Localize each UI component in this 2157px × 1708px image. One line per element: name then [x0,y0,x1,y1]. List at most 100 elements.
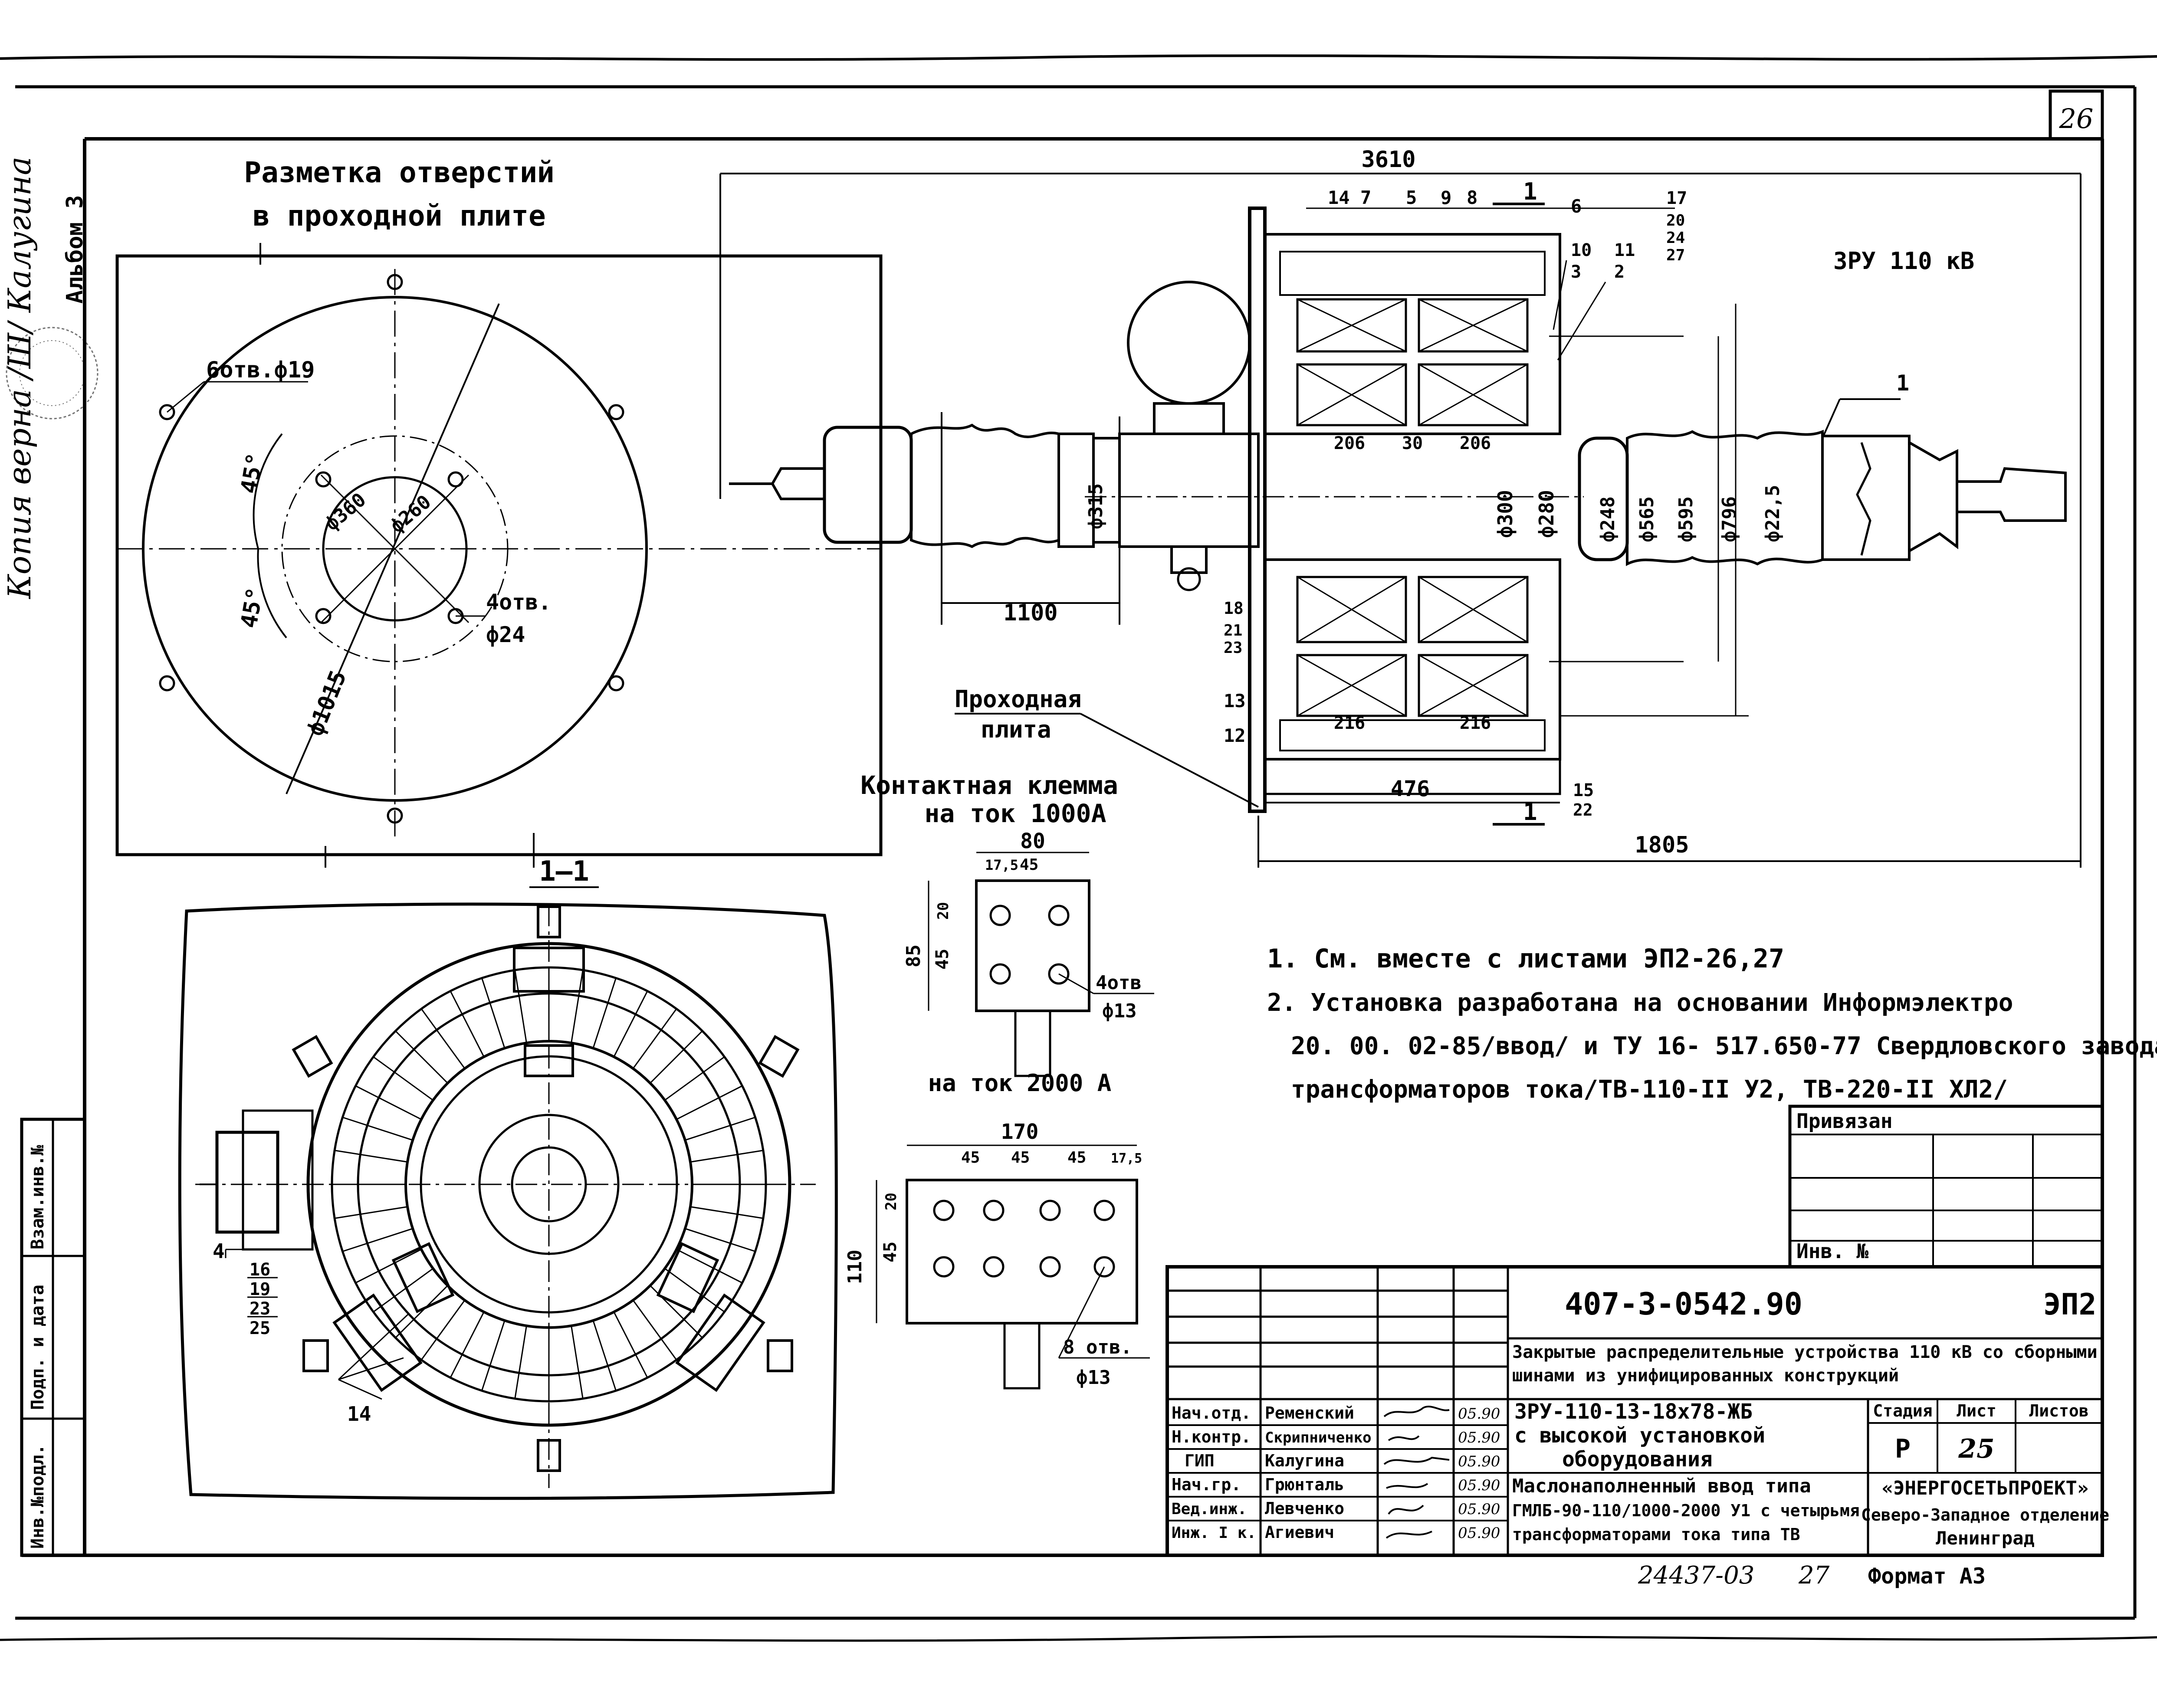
signatures [1383,1406,1450,1539]
sheet-number: 26 [2059,103,2094,134]
sheet-code: ЭП2 [2043,1288,2097,1322]
spoke-line [355,1249,422,1284]
bottom-number: 24437-03 [1638,1561,1754,1590]
signer-role: Нач.гр. [1172,1475,1241,1494]
stage-label: Стадия [1873,1401,1932,1420]
bushing-assembly-view: 3610 ф315 1100 [719,147,2081,868]
signer-name: Калугина [1265,1451,1344,1470]
spoke-line [395,1030,448,1084]
term-w170: 170 [1001,1120,1039,1144]
sheet-value: 25 [1958,1434,1995,1464]
spoke-line [613,1311,648,1378]
sheet-label: Лист [1957,1401,1996,1420]
spoke-line [685,1117,755,1141]
spoke-line [481,978,506,1049]
project-name: Закрытые распределительные устройства 11… [1512,1342,2098,1386]
org-line-2: Северо-Западное отделение [1861,1505,2109,1524]
signer-role: Нач.отд. [1172,1403,1251,1423]
hole-layout-view: Разметка отверстий в проходной плите [115,156,883,868]
callout-14: 14 [347,1402,371,1426]
dim-d796: ф796 [1718,496,1740,542]
term-4holes: 4отв [1096,972,1142,994]
callout-left-23: 23 [1224,639,1242,657]
spoke-line [481,1320,506,1391]
callout-top-27: 27 [1666,246,1685,264]
signer-name: Грюнталь [1265,1475,1344,1494]
stamp-sign-date: Подп. и дата [28,1285,48,1410]
format-label: Формат А3 [1868,1564,1986,1589]
spoke-line [373,1056,433,1101]
signers-table: Нач.отд. Ременский 05.90 Н.контр. Скрипн… [1172,1403,1500,1542]
dim-d315: ф315 [1085,483,1107,529]
label-6-holes: 6отв.ф19 [206,357,315,383]
spoke-line [685,1228,755,1252]
section-1-1-title: 1–1 [539,856,589,888]
dim-d565: ф565 [1636,496,1658,542]
zru-label: ЗРУ 110 кВ [1833,247,1974,275]
frame [0,54,2157,1642]
spoke-line [450,1311,485,1378]
spoke-line [632,1300,677,1360]
spoke-line [690,1206,764,1219]
spoke-line [334,1150,408,1163]
callout-top-17: 17 [1666,188,1687,208]
left-stamp [20,1118,86,1557]
callout-4: 4 [213,1239,225,1263]
term2-d13: ф13 [1076,1367,1110,1389]
callout-16: 16 [250,1260,270,1280]
sheets-label: Листов [2029,1401,2088,1420]
round-stamp [6,327,98,420]
pass-plate-label-2: плита [981,716,1051,743]
label-4-holes: 4отв. [486,590,552,615]
signer-name: Агиевич [1265,1523,1334,1542]
callout-top-6: 6 [1571,196,1582,217]
term2-175: 17,5 [1111,1151,1142,1166]
spoke-line [650,1030,703,1084]
drawing-line-2: ГМЛБ-90-110/1000-2000 У1 с четырьмя [1512,1501,1860,1520]
term2-holes [933,1200,1115,1278]
stamp-replace-inv: Взам.инв.№ [28,1145,48,1249]
callout-top-5: 5 [1406,187,1417,208]
dim-1805: 1805 [1635,832,1689,858]
notes: 1. См. вместе с листами ЭП2-26,27 2. Уст… [1267,944,2157,1104]
part-1-label: 1 [1896,370,1909,396]
object-line-2: с высокой установкой [1514,1423,1765,1448]
signer-name: Левченко [1265,1499,1344,1518]
callout-top-7: 7 [1360,187,1371,208]
spoke-line [342,1228,413,1252]
term2-8holes: 8 отв. [1063,1336,1132,1358]
dim-d280: ф280 [1535,490,1558,538]
callout-top-24: 24 [1666,229,1685,247]
album-label: Альбом 3 [62,195,88,304]
callout-top-8: 8 [1467,187,1477,208]
spoke-line [571,970,584,1043]
callout-top-20: 20 [1666,212,1685,229]
spoke-line [664,1056,725,1101]
bottom-27: 27 [1798,1561,1830,1590]
label-d24: ф24 [486,622,525,647]
object-line-1: ЗРУ-110-13-18х78-ЖБ [1514,1400,1753,1424]
signer-name: Скрипниченко [1265,1429,1372,1446]
callout-bottom-15: 15 [1573,780,1594,800]
object-line-3: оборудования [1562,1447,1713,1472]
dim-216b: 216 [1460,713,1491,733]
callout-left-21: 21 [1224,622,1242,639]
callout-top-11: 11 [1614,240,1635,260]
term-w80: 80 [1020,829,1045,853]
terminal-title-1: Контактная клемма [860,770,1118,800]
note-1: 1. См. вместе с листами ЭП2-26,27 [1267,944,1784,974]
spoke-line [395,1285,448,1338]
org-line-3: Ленинград [1936,1528,2035,1549]
spoke-line [571,1325,584,1399]
dim-1100: 1100 [1003,600,1057,626]
callout-top-2: 2 [1614,262,1625,282]
note-2b: 20. 00. 02-85/ввод/ и ТУ 16- 517.650-77 … [1291,1032,2157,1060]
spoke-line [632,1008,677,1069]
spoke-line [373,1268,433,1313]
signer-role: Инж. I к. [1172,1524,1256,1542]
spoke-line [676,1249,743,1284]
callout-top-10: 10 [1571,240,1592,260]
copy-certified-note: Копия верна /Ш/ Калугина [1,157,38,600]
dim-d595: ф595 [1675,496,1697,542]
